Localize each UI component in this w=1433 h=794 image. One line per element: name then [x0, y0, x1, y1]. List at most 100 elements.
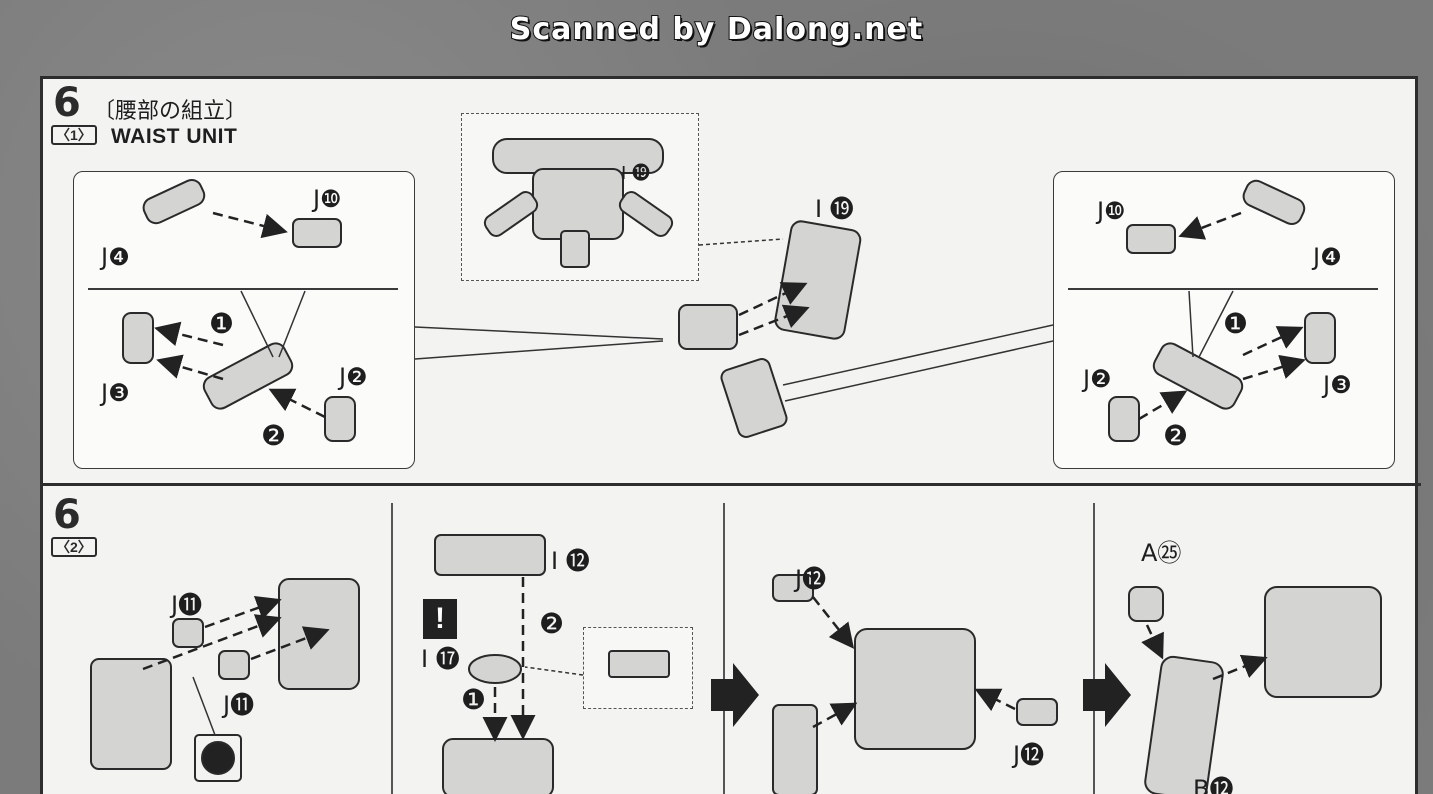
part-label: J⓫: [223, 691, 255, 719]
leader-line: [240, 290, 274, 358]
zoom-part-body: [532, 168, 624, 240]
part-j11-b: [218, 650, 250, 680]
leader-line: [782, 324, 1054, 386]
warning-mark: !: [423, 599, 457, 639]
part-label: J❸: [1323, 371, 1352, 399]
arrow-mid-to-i19: [738, 282, 808, 317]
step-divider: [43, 483, 1421, 486]
part-j2-r: [1108, 396, 1140, 442]
panel-divider: [1068, 288, 1378, 290]
leader-line: [278, 290, 306, 358]
arrow-j4-to-j10: [212, 211, 288, 239]
next-step-arrow: [711, 663, 759, 727]
part-j3-r: [1304, 312, 1336, 364]
arrow-j12a: [812, 596, 855, 649]
zoom-part-leg-r: [618, 191, 674, 237]
part-label: I ⓳: [815, 195, 854, 223]
leader-line: [414, 326, 664, 340]
leader-line: [1198, 290, 1234, 358]
arrow-center-to-j3: [154, 321, 224, 347]
part-label: J❿: [313, 185, 342, 213]
arrow-leg-to-waist: [812, 702, 858, 729]
zoom-inset: [583, 627, 693, 709]
arrow-j11b: [250, 626, 330, 661]
sub-step-number: 〈1〉: [51, 125, 97, 145]
panel-divider: [88, 288, 398, 290]
part-a25: [1128, 586, 1164, 622]
part-label: J⓬: [795, 565, 827, 593]
column-divider: [723, 503, 725, 794]
sub-step-number: 〈2〉: [51, 537, 97, 557]
part-base-left: [90, 658, 172, 770]
part-center-mid: [678, 304, 738, 350]
parts-illustration: [90, 138, 1382, 794]
part-center-left: [202, 342, 294, 410]
zoom-part-leg-l: [483, 191, 539, 237]
order-mark-2: ❷: [1163, 419, 1189, 452]
arrow-base-to-waist: [142, 614, 282, 671]
order-mark-1: ❶: [209, 307, 235, 340]
leader-line: [414, 340, 664, 360]
part-leg-piece: [772, 704, 818, 794]
part-label: J❹: [101, 243, 130, 271]
leader-line: [1188, 290, 1194, 358]
part-label: J❸: [101, 379, 130, 407]
arrow-j2-to-center: [268, 388, 326, 419]
part-label: J❷: [339, 363, 368, 391]
part-j3: [122, 312, 154, 364]
part-label: J⓫: [171, 591, 203, 619]
part-i12: [434, 534, 546, 576]
zoom-part-stem: [560, 230, 590, 268]
arrow-skirt-to-waist: [1212, 654, 1268, 681]
column-divider: [391, 503, 393, 794]
part-label: B⓬: [1193, 775, 1234, 794]
arrow-center-to-j3-b: [156, 354, 224, 381]
step-title-en: WAIST UNIT: [111, 125, 238, 148]
instruction-sheet: 6 〈1〉 〔腰部の組立〕 WAIST UNIT 6 〈2〉 !: [40, 76, 1421, 794]
scan-watermark: Scanned by Dalong.net: [509, 11, 924, 48]
arrow-j12b: [974, 688, 1016, 712]
step-title-jp: 〔腰部の組立〕: [93, 99, 248, 124]
part-label: J❷: [1083, 365, 1112, 393]
part-j4: [142, 178, 206, 225]
part-skirt: [1144, 655, 1224, 794]
part-label: J❹: [1313, 243, 1342, 271]
part-label: A㉕: [1141, 539, 1182, 567]
part-j12-b: [1016, 698, 1058, 726]
part-j10-r: [1126, 224, 1176, 254]
leader-line: [698, 238, 784, 246]
part-j11-a: [172, 618, 204, 648]
arrow-j11a: [204, 596, 282, 629]
arrow-a25-down: [1141, 624, 1164, 660]
part-j2: [324, 396, 356, 442]
zoom-part-small: [608, 650, 670, 678]
order-mark-2: ❷: [261, 419, 287, 452]
part-waist-mid: [442, 738, 554, 794]
part-waist-right: [854, 628, 976, 750]
arrow-j2r-to-center: [1138, 390, 1188, 421]
leader-line: [192, 676, 216, 736]
leader-line: [784, 340, 1054, 402]
part-label: I ⓳: [621, 163, 651, 184]
order-mark-1: ❶: [1223, 307, 1249, 340]
arrow-j4r-to-j10r: [1178, 211, 1242, 240]
part-j4-r: [1242, 179, 1306, 226]
order-mark-1: ❶: [461, 683, 487, 716]
part-label: I ⓬: [551, 547, 590, 575]
part-i19: [774, 220, 862, 340]
part-hole: [201, 741, 235, 775]
part-center-right: [1152, 342, 1244, 410]
part-label: I ⓱: [421, 645, 460, 673]
part-j10: [292, 218, 342, 248]
part-waist-final: [1264, 586, 1382, 698]
part-label: J⓬: [1013, 741, 1045, 769]
part-i17: [468, 654, 522, 684]
column-divider: [1093, 503, 1095, 794]
step-number: 6: [53, 80, 81, 126]
arrow-center-to-j3r-b: [1242, 354, 1306, 381]
arrow-center-to-j3r: [1242, 326, 1304, 357]
order-mark-2: ❷: [539, 607, 565, 640]
part-center-low: [720, 358, 788, 438]
leader-line: [524, 666, 584, 676]
part-label: J❿: [1097, 197, 1126, 225]
